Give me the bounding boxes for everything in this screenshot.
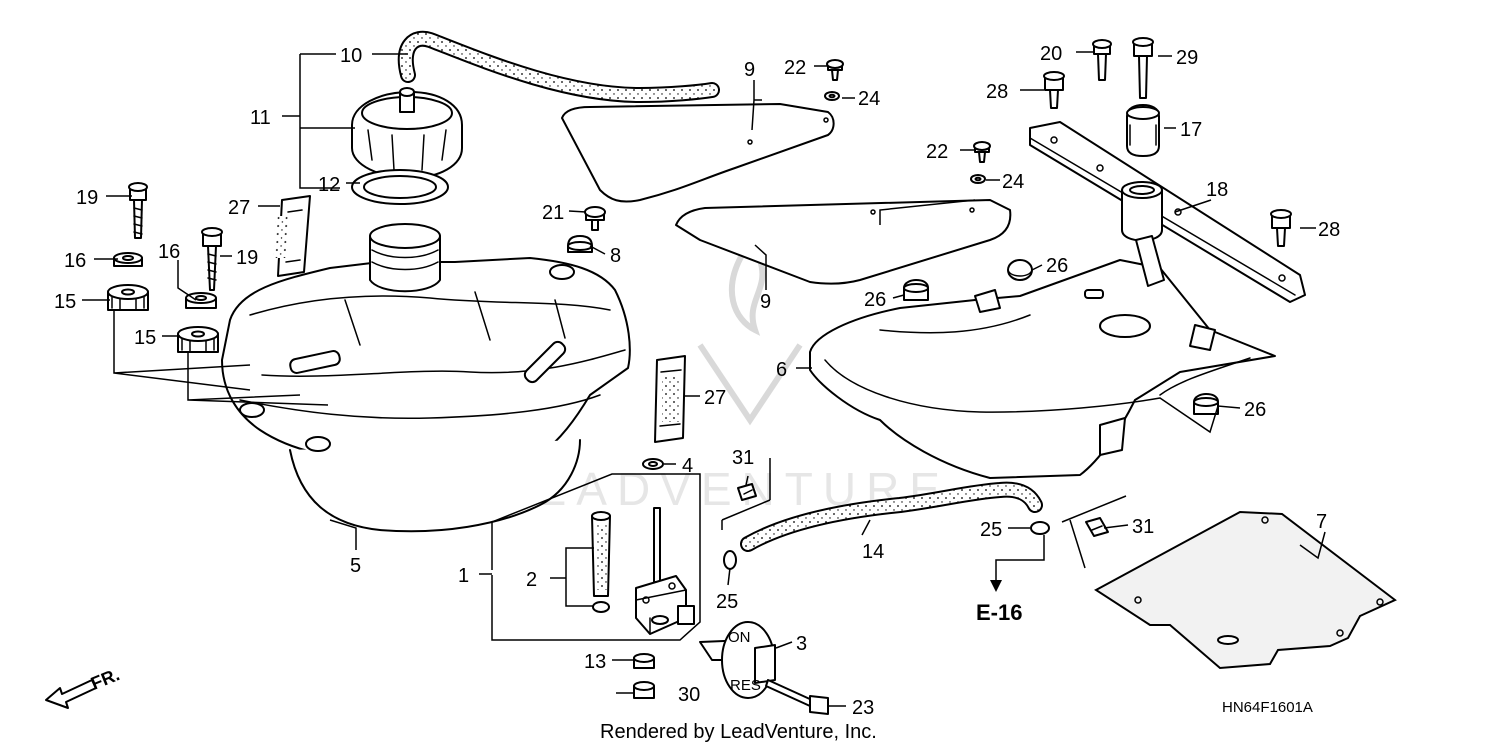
bolt-19a[interactable] [128,182,148,239]
footer-credit: Rendered by LeadVenture, Inc. [600,721,877,743]
callout-24a: 24 [858,88,880,110]
callout-31b: 31 [1132,516,1154,538]
callout-8: 8 [610,245,621,267]
tank-band-27a[interactable] [273,195,311,277]
bolt-28a[interactable] [1043,71,1065,109]
callout-27a: 27 [228,197,250,219]
callout-23: 23 [852,697,874,719]
bolt-28b[interactable] [1270,209,1292,247]
side-cover-upper[interactable] [561,103,835,203]
screw-23[interactable] [765,679,829,715]
callout-21: 21 [542,202,564,224]
diagram-code: HN64F1601A [1222,699,1313,716]
breather-tube[interactable] [397,30,720,104]
fuel-valve-group-frame [491,473,701,641]
tank-band-27b[interactable] [654,355,686,443]
callout-18: 18 [1206,179,1228,201]
side-cover-lower[interactable] [675,199,1012,285]
callout-19a: 19 [76,187,98,209]
washer-24a[interactable] [824,91,840,101]
rubber-mount-15a[interactable] [107,284,149,311]
filler-cap[interactable] [351,87,463,179]
bolt-19b[interactable] [201,227,223,291]
washer-13[interactable] [633,653,655,669]
callout-9b: 9 [760,291,771,313]
bolt-21[interactable] [584,206,606,231]
callout-13: 13 [584,651,606,673]
front-direction-arrow: FR. [45,664,122,709]
o-ring-4[interactable] [642,458,664,470]
callout-22a: 22 [784,57,806,79]
callout-15a: 15 [54,291,76,313]
cap-gasket[interactable] [351,169,449,205]
front-label: FR. [88,664,122,693]
grommet-8[interactable] [567,235,593,253]
washer-24b[interactable] [970,174,986,184]
grommet-16b[interactable] [185,292,217,309]
inner-fender[interactable] [809,235,1276,479]
screw-30[interactable] [633,681,655,699]
callout-1: 1 [458,565,469,587]
callout-22b: 22 [926,141,948,163]
clamp-31b[interactable] [1085,517,1109,537]
rubber-mount-15b[interactable] [177,326,219,353]
callout-9a: 9 [744,59,755,81]
rubber-bush-17[interactable] [1126,104,1160,157]
callout-15b: 15 [134,327,156,349]
clip-25a[interactable] [723,550,737,570]
callout-26a: 26 [1046,255,1068,277]
callout-10: 10 [340,45,362,67]
bolt-20[interactable] [1092,39,1112,81]
callout-5: 5 [350,555,361,577]
filler-neck [369,223,441,293]
callout-24b: 24 [1002,171,1024,193]
callout-3: 3 [796,633,807,655]
valve-knob-3[interactable]: ON RES [699,621,776,699]
callout-19b: 19 [236,247,258,269]
callout-28b: 28 [1318,219,1340,241]
callout-4: 4 [682,455,693,477]
callout-30: 30 [678,684,700,706]
fuel-tank[interactable] [221,257,631,533]
callout-14: 14 [862,541,884,563]
clamp-31a[interactable] [737,483,757,501]
callout-12: 12 [318,174,340,196]
screw-22a[interactable] [826,59,844,81]
bracket-18[interactable] [1029,121,1306,303]
fuel-strainer-2[interactable] [591,511,611,613]
callout-28a: 28 [986,81,1008,103]
screw-22b[interactable] [973,141,991,163]
callout-6: 6 [776,359,787,381]
svg-text:ON: ON [728,629,751,646]
svg-text:RES: RES [730,677,761,694]
plug-26c[interactable] [1193,393,1219,415]
callout-17: 17 [1180,119,1202,141]
fuel-valve[interactable] [635,507,695,635]
callout-27b: 27 [704,387,726,409]
callout-16b: 16 [158,241,180,263]
callout-11: 11 [250,107,271,129]
callout-7: 7 [1316,511,1327,533]
callout-29: 29 [1176,47,1198,69]
grommet-16a[interactable] [113,252,143,267]
callout-25b: 25 [980,519,1002,541]
clip-25b[interactable] [1030,521,1050,535]
plug-26b[interactable] [903,279,929,301]
reference-e16[interactable]: E-16 [976,600,1022,625]
callout-20: 20 [1040,43,1062,65]
callout-2: 2 [526,569,537,591]
callout-25a: 25 [716,591,738,613]
callout-labels: 10 11 12 19 16 15 19 16 15 27 27 5 21 8 … [54,43,1340,719]
callout-26c: 26 [1244,399,1266,421]
leader-lines [82,51,1326,707]
bolt-29[interactable] [1132,37,1154,99]
fuel-tube-14[interactable] [740,481,1043,552]
callout-26b: 26 [864,289,886,311]
plug-26a[interactable] [1007,259,1033,281]
callout-16a: 16 [64,250,86,272]
callout-31a: 31 [732,447,754,469]
